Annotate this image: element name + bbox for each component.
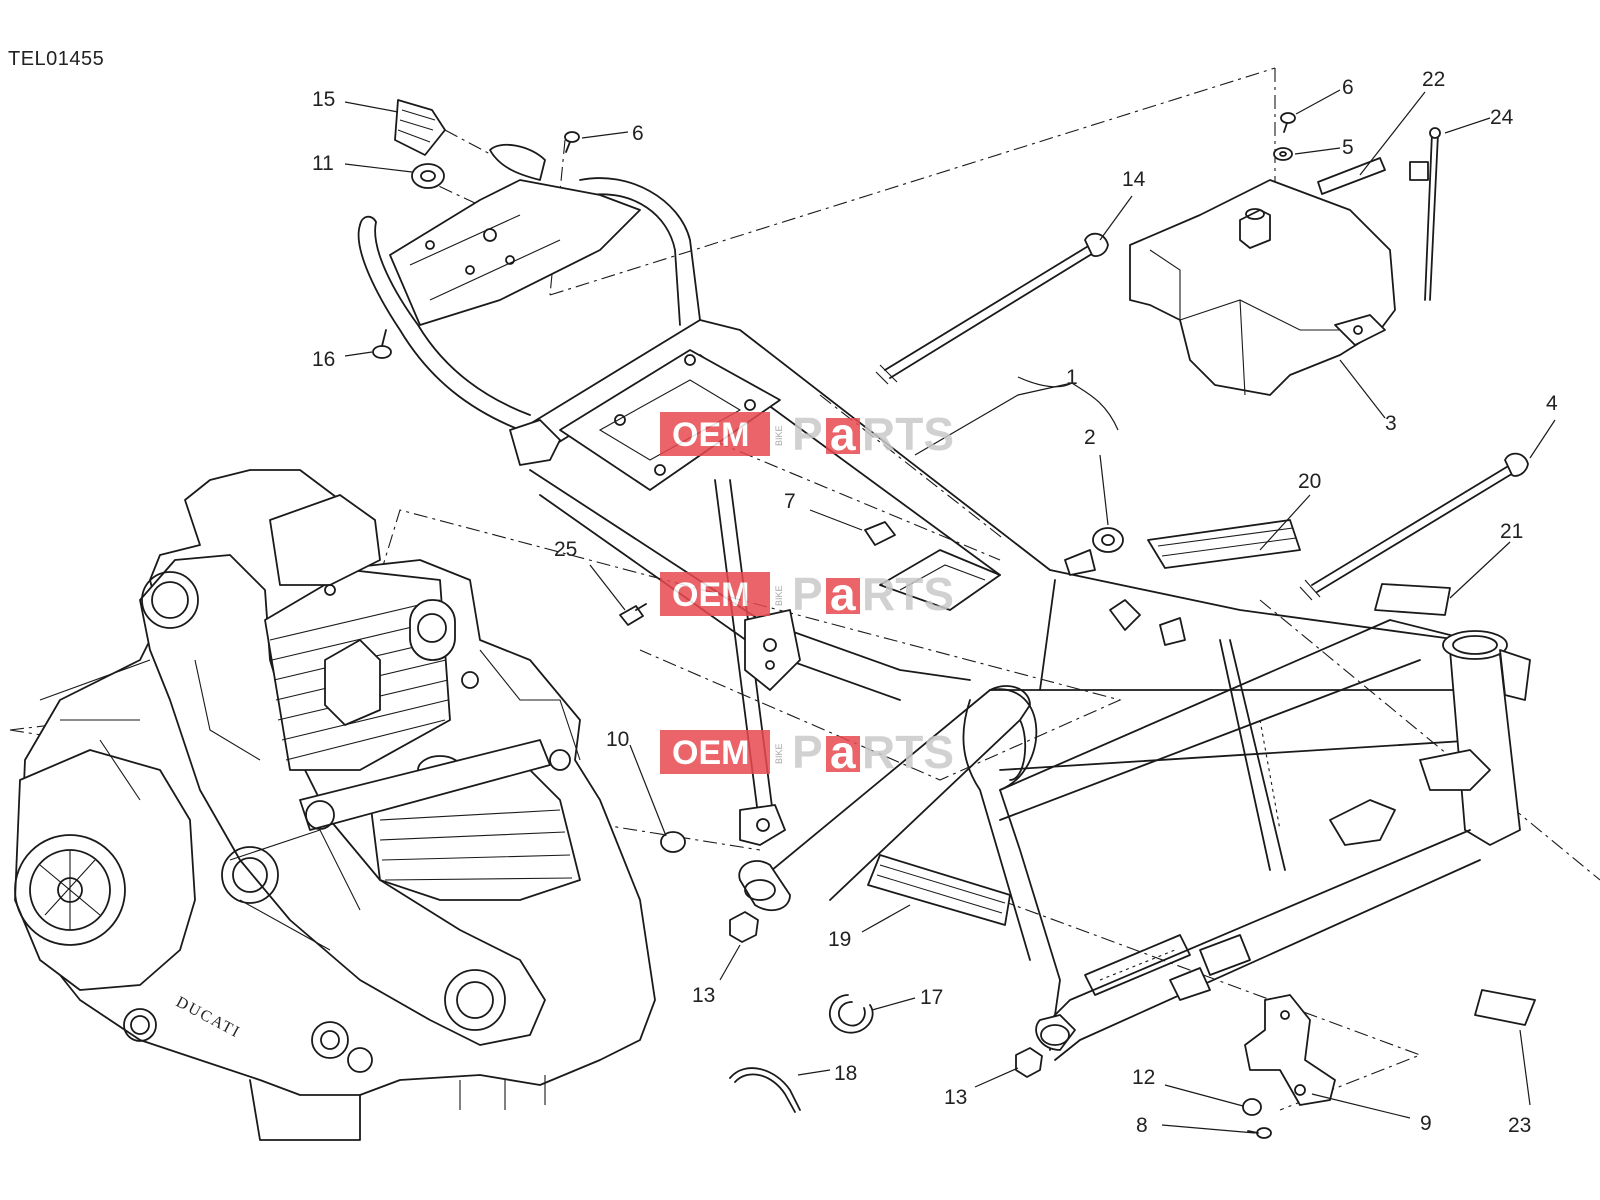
callout-1: 1 (1066, 366, 1078, 389)
callout-19: 19 (828, 928, 851, 951)
watermark-p-text: P (792, 568, 823, 620)
callout-12: 12 (1132, 1066, 1155, 1089)
watermark-rts-text: RTS (862, 726, 954, 778)
part-screw-washer (1273, 112, 1296, 161)
callout-6-top: 6 (632, 122, 644, 145)
callout-3: 3 (1385, 412, 1397, 435)
part-long-bolt-14 (875, 232, 1109, 385)
watermark-3: OEM BIKE P a RTS (660, 726, 954, 778)
part-screw-top (564, 131, 580, 153)
callout-numbers: 15 11 6 16 6 5 22 24 14 3 1 2 4 7 20 21 … (312, 68, 1558, 1137)
callout-21: 21 (1500, 520, 1523, 543)
part-grommet-10 (660, 831, 686, 853)
part-label-23 (1474, 989, 1536, 1026)
part-rubber-boot (394, 99, 446, 156)
watermark-a-badge (826, 418, 860, 454)
callout-18: 18 (834, 1062, 857, 1085)
callout-9: 9 (1420, 1112, 1432, 1135)
watermark-a-text: a (830, 568, 856, 620)
callout-7: 7 (784, 490, 796, 513)
part-nut-13a (729, 911, 759, 943)
frame-assembly (357, 143, 1531, 1061)
watermark-oem-text: OEM (672, 734, 749, 772)
part-footrest-bracket (1244, 994, 1336, 1106)
part-spacer (1092, 527, 1124, 553)
part-clamp-17 (829, 994, 874, 1034)
watermark-p-text: P (792, 726, 823, 778)
callout-13-left: 13 (692, 984, 715, 1007)
watermark-a-text: a (830, 726, 856, 778)
part-small-bolt-25 (619, 603, 647, 626)
callout-4: 4 (1546, 392, 1558, 415)
part-pin (372, 329, 392, 359)
callout-25: 25 (554, 538, 577, 561)
watermark-oem-badge (660, 412, 770, 456)
watermark-rts-text: RTS (862, 568, 954, 620)
leader-lines (344, 89, 1556, 1134)
watermark-oem-badge (660, 730, 770, 774)
watermark-bike-text: BIKE (774, 585, 784, 606)
watermark-bike-text: BIKE (774, 425, 784, 446)
watermark-oem-badge (660, 572, 770, 616)
callout-2: 2 (1084, 426, 1096, 449)
small-parts (372, 99, 1536, 1139)
watermark-p-text: P (792, 408, 823, 460)
callout-15: 15 (312, 88, 335, 111)
part-cable-tie (1409, 127, 1441, 301)
callout-16: 16 (312, 348, 335, 371)
callout-10: 10 (606, 728, 629, 751)
part-grommet-12 (1242, 1098, 1262, 1116)
watermark-rts-text: RTS (862, 408, 954, 460)
callout-8: 8 (1136, 1114, 1148, 1137)
part-rubber-pad-20 (1147, 519, 1301, 569)
callout-23: 23 (1508, 1114, 1531, 1137)
part-battery-tray (1129, 179, 1396, 396)
watermark-a-badge (826, 578, 860, 614)
part-hose (1317, 157, 1386, 195)
watermark-a-badge (826, 736, 860, 772)
watermark-oem-text: OEM (672, 416, 749, 454)
callout-5: 5 (1342, 136, 1354, 159)
part-long-bolt-4 (1299, 452, 1529, 601)
callout-20: 20 (1298, 470, 1321, 493)
callout-22: 22 (1422, 68, 1445, 91)
watermark-1: OEM BIKE P a RTS (660, 408, 954, 460)
watermark-bike-text: BIKE (774, 743, 784, 764)
part-clip (864, 521, 896, 546)
callout-14: 14 (1122, 168, 1146, 191)
callout-6-right: 6 (1342, 76, 1354, 99)
part-nut-13b (1015, 1047, 1043, 1078)
part-label-21 (1374, 583, 1451, 616)
part-strap-18 (729, 1067, 801, 1113)
part-grommet (411, 163, 445, 189)
callout-24: 24 (1490, 106, 1514, 129)
watermark-a-text: a (830, 408, 856, 460)
part-rubber-pad-19 (867, 854, 1011, 926)
callout-11: 11 (312, 152, 334, 175)
callout-13-right: 13 (944, 1086, 967, 1109)
watermark-oem-text: OEM (672, 576, 749, 614)
part-screw-8 (1247, 1127, 1272, 1139)
engine-assembly: DUCATI (14, 469, 656, 1141)
diagram-code: TEL01455 (8, 48, 105, 70)
watermark-2: OEM BIKE P a RTS (660, 568, 954, 620)
callout-17: 17 (920, 986, 943, 1009)
